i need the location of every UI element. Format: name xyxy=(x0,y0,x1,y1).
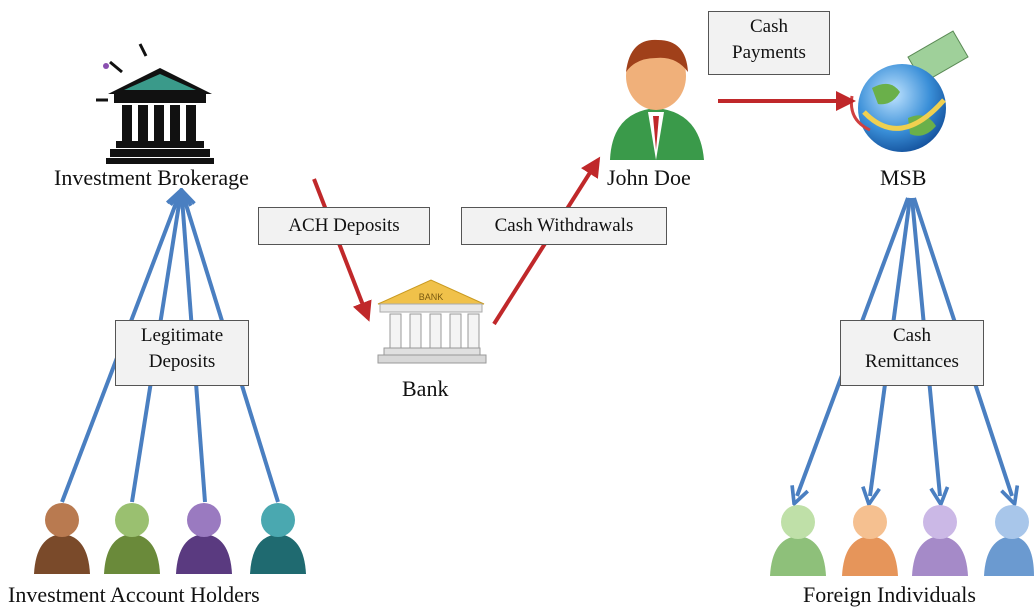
person-icon xyxy=(842,505,898,576)
bank-building-icon: BANK xyxy=(377,279,487,364)
arrow-brokerage-to-bank xyxy=(312,178,372,322)
cash-remittances-line2: Remittances xyxy=(865,351,959,372)
person-icon xyxy=(104,503,160,574)
brokerage-label: Investment Brokerage xyxy=(54,165,249,190)
cash-payments-line2: Payments xyxy=(732,42,806,63)
foreign-individuals-label: Foreign Individuals xyxy=(803,582,976,607)
foreign-individuals-group xyxy=(770,505,1034,576)
person-icon xyxy=(610,39,704,160)
cash-withdrawals-box: Cash Withdrawals xyxy=(461,207,667,245)
john-doe-label: John Doe xyxy=(607,165,691,190)
cash-payments-line1: Cash xyxy=(750,16,788,37)
legitimate-deposits-box: Legitimate Deposits xyxy=(115,320,249,386)
legitimate-deposits-line1: Legitimate xyxy=(140,325,224,346)
globe-money-icon xyxy=(849,30,969,152)
ach-deposits-text: ACH Deposits xyxy=(288,215,400,236)
legitimate-deposits-line2: Deposits xyxy=(148,351,216,372)
classical-building-icon xyxy=(96,43,214,164)
cash-withdrawals-text: Cash Withdrawals xyxy=(494,215,634,236)
cash-payments-box: Cash Payments xyxy=(708,11,830,75)
bank-sign: BANK xyxy=(419,292,444,302)
person-icon xyxy=(250,503,306,574)
cash-remittances-line1: Cash xyxy=(893,325,931,346)
person-icon xyxy=(984,505,1034,576)
msb-label: MSB xyxy=(880,165,927,190)
person-icon xyxy=(34,503,90,574)
account-holders-group xyxy=(34,503,306,574)
person-icon xyxy=(912,505,968,576)
person-icon xyxy=(176,503,232,574)
person-icon xyxy=(770,505,826,576)
account-holders-label: Investment Account Holders xyxy=(8,582,260,607)
cash-remittances-box: Cash Remittances xyxy=(840,320,984,386)
bank-label: Bank xyxy=(402,376,449,401)
ach-deposits-box: ACH Deposits xyxy=(258,207,430,245)
